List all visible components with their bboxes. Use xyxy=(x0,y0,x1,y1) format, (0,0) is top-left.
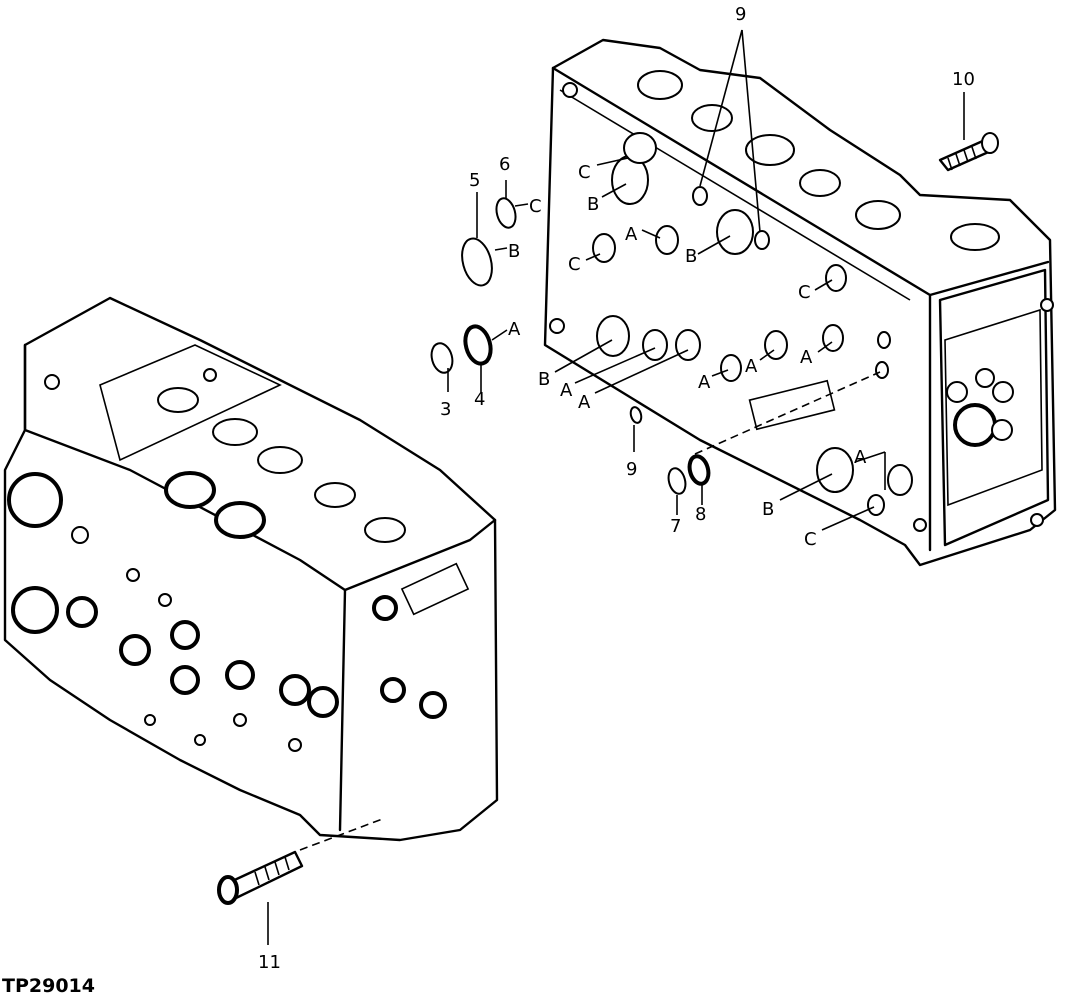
callout-3: 3 xyxy=(440,399,451,420)
bolt-10 xyxy=(938,132,999,172)
letter-b: B xyxy=(508,241,520,262)
right-valve-section xyxy=(543,38,1057,567)
letter-a: A xyxy=(560,380,573,401)
letter-c: C xyxy=(568,254,581,275)
letter-c: C xyxy=(798,282,811,303)
letter-a: A xyxy=(698,372,711,393)
callout-7: 7 xyxy=(670,516,681,537)
seal-5-o-ring xyxy=(461,237,493,287)
callout-4: 4 xyxy=(474,389,485,410)
letter-a: A xyxy=(745,356,758,377)
figure-id: TP29014 xyxy=(2,975,95,996)
letter-a: A xyxy=(800,347,813,368)
seal-9-lower-o-ring xyxy=(629,406,643,424)
leader-lines xyxy=(267,29,965,945)
letter-a: A xyxy=(578,392,591,413)
seal-7-o-ring xyxy=(667,467,687,495)
letter-b: B xyxy=(685,246,697,267)
letter-c: C xyxy=(578,162,591,183)
callout-9-top: 9 xyxy=(735,4,746,25)
bolt-11 xyxy=(217,850,304,905)
callout-5: 5 xyxy=(469,170,480,191)
seal-6-o-ring xyxy=(495,197,517,229)
seal-letters: C B C B C A B C A B A A A A A A B C xyxy=(508,162,867,550)
seal-9-right-o-ring xyxy=(754,230,770,250)
letter-a: A xyxy=(625,224,638,245)
seal-9-upper-o-ring xyxy=(692,186,708,206)
callout-10: 10 xyxy=(952,69,975,90)
letter-b: B xyxy=(587,194,599,215)
seal-4-backup-ring xyxy=(463,324,493,366)
left-valve-section xyxy=(3,296,499,842)
letter-a: A xyxy=(854,447,867,468)
callout-9-low: 9 xyxy=(626,459,637,480)
letter-c: C xyxy=(529,196,542,217)
seal-8-backup-ring xyxy=(687,454,711,486)
callout-6: 6 xyxy=(499,154,510,175)
callout-8: 8 xyxy=(695,504,706,525)
letter-a: A xyxy=(508,319,521,340)
letter-b: B xyxy=(762,499,774,520)
seal-3-o-ring xyxy=(430,342,454,374)
letter-c: C xyxy=(804,529,817,550)
callout-11: 11 xyxy=(258,952,281,973)
letter-b: B xyxy=(538,369,550,390)
